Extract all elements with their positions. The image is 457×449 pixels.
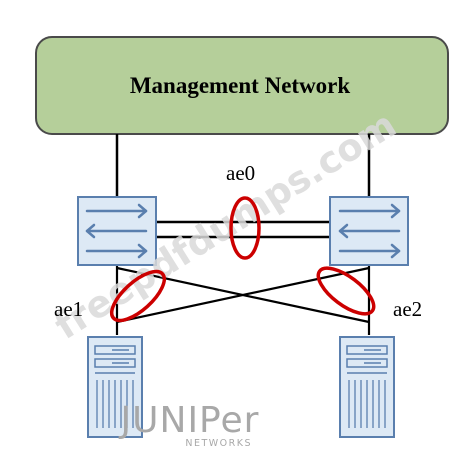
ae2-label: ae2 bbox=[393, 297, 422, 321]
ae2-lag-ellipse bbox=[316, 266, 376, 316]
management-network: Management Network bbox=[35, 36, 449, 135]
right-switch-to-left-server bbox=[116, 266, 370, 324]
left-switch bbox=[77, 196, 157, 266]
juniper-logo-subtext: NETWORKS bbox=[185, 438, 252, 449]
right-switch bbox=[329, 196, 409, 266]
right-switch-arrows-icon bbox=[338, 203, 401, 259]
right-server bbox=[339, 336, 395, 438]
management-network-label: Management Network bbox=[130, 73, 351, 98]
ae0-lag-ellipse bbox=[229, 196, 261, 260]
ae0-label: ae0 bbox=[226, 161, 255, 185]
lag-labels: ae0 ae1 ae2 bbox=[54, 161, 422, 321]
left-server bbox=[87, 336, 143, 438]
left-server-drive-bays bbox=[94, 345, 136, 374]
ae1-lag-ellipse bbox=[109, 269, 167, 323]
juniper-logo-text: JUNIPer bbox=[119, 400, 260, 441]
left-server-vent-lines bbox=[96, 380, 134, 428]
left-switch-arrows-icon bbox=[85, 203, 148, 259]
right-server-drive-bays bbox=[346, 345, 388, 374]
inter-switch-links bbox=[155, 220, 330, 239]
lag-markers bbox=[109, 196, 376, 323]
server-links bbox=[115, 265, 371, 335]
juniper-logo: JUNIPer NETWORKS bbox=[119, 400, 260, 449]
right-server-vent-lines bbox=[348, 380, 386, 428]
management-network-box bbox=[35, 36, 449, 135]
ae1-label: ae1 bbox=[54, 297, 83, 321]
management-uplinks bbox=[115, 134, 371, 197]
